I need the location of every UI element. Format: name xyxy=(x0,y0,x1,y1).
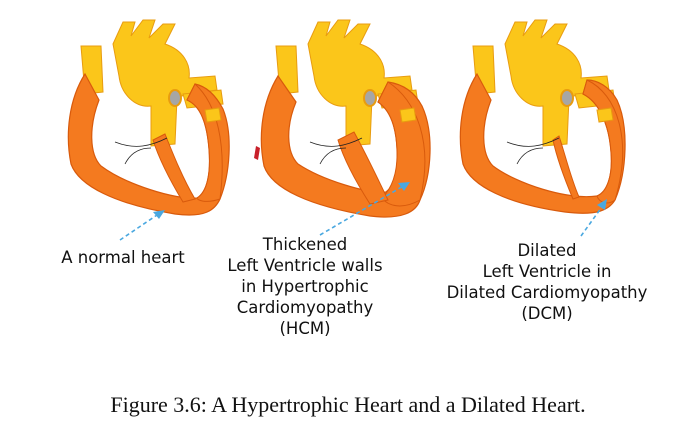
valve-leaflet-lines xyxy=(114,137,168,165)
normal-heart-illustration xyxy=(67,19,230,216)
dcm-label-line: Dilated Cardiomyopathy xyxy=(446,283,648,302)
valve-ring-shape xyxy=(363,89,377,107)
dcm-label-line: (DCM) xyxy=(521,304,573,323)
pulmonary-vein-shape xyxy=(204,107,222,123)
pulmonary-vein-shape xyxy=(596,107,614,123)
dcm-label-line: Dilated xyxy=(517,241,577,260)
valve-leaflet-lines xyxy=(309,137,363,165)
dcm-heart-illustration xyxy=(459,19,626,214)
lesion-mark-shape xyxy=(254,146,260,160)
heart-wall-shape xyxy=(459,72,626,214)
hcm-label-line: Thickened xyxy=(262,235,348,254)
figure-caption: Figure 3.6: A Hypertrophic Heart and a D… xyxy=(110,392,586,417)
dcm-label-line: Left Ventricle in xyxy=(482,262,612,281)
hcm-label-line: Left Ventricle walls xyxy=(227,256,383,275)
hcm-label-line: Cardiomyopathy xyxy=(236,298,374,317)
normal-pointer-arrow xyxy=(119,210,165,241)
hcm-label-line: in Hypertrophic xyxy=(241,277,369,296)
dcm-heart-label: Dilated Left Ventricle in Dilated Cardio… xyxy=(432,240,662,324)
hcm-heart-illustration xyxy=(254,19,431,218)
septum-shape xyxy=(552,135,580,200)
normal-heart-label: A normal heart xyxy=(48,247,198,268)
aorta-shape xyxy=(112,19,218,147)
hcm-heart-label: Thickened Left Ventricle walls in Hypert… xyxy=(210,234,400,339)
normal-label-line: A normal heart xyxy=(61,248,185,267)
dcm-pointer-arrow xyxy=(580,199,607,237)
hcm-pointer-arrow xyxy=(319,182,410,236)
valve-ring-shape xyxy=(560,89,574,107)
left-ventricle-wall-shape xyxy=(582,79,624,204)
pulmonary-vein-shape xyxy=(399,107,417,123)
septum-shape xyxy=(337,131,389,205)
heart-wall-shape xyxy=(67,72,230,216)
valve-ring-shape xyxy=(168,89,182,107)
septum-shape xyxy=(152,133,196,203)
hcm-label-line: (HCM) xyxy=(279,319,331,338)
valve-leaflet-lines xyxy=(506,137,560,165)
aorta-shape xyxy=(307,19,413,147)
aorta-shape xyxy=(504,19,610,147)
